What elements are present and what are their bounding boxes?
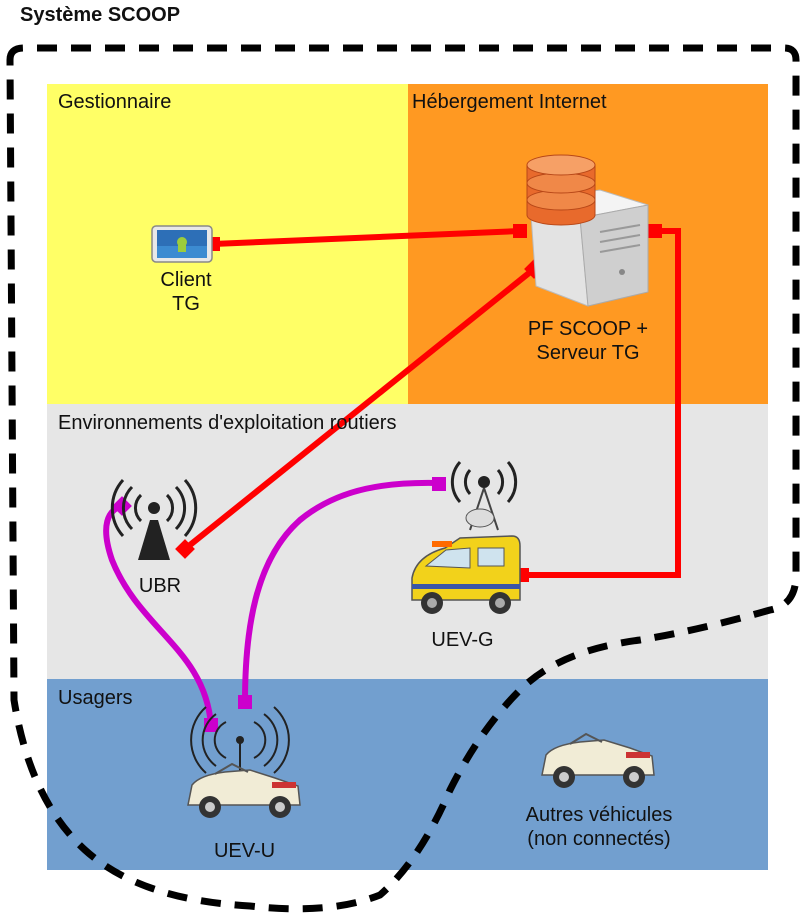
antenna-icon bbox=[110, 479, 198, 560]
node-label-other-vehicles: Autres véhicules (non connectés) bbox=[499, 803, 699, 851]
car-icon bbox=[541, 732, 655, 788]
link-server-uevg bbox=[522, 228, 681, 578]
radio-links bbox=[103, 477, 446, 732]
node-label-line: (non connectés) bbox=[527, 828, 671, 850]
service-van-icon bbox=[411, 461, 521, 614]
node-label-server: PF SCOOP + Serveur TG bbox=[498, 317, 678, 365]
zone-label-manager: Gestionnaire bbox=[58, 91, 172, 113]
connector bbox=[432, 477, 446, 491]
zone-label-road-environment: Environnements d'exploitation routiers bbox=[58, 412, 397, 434]
connector bbox=[513, 224, 527, 238]
link-client-server bbox=[212, 228, 521, 247]
node-label-line: Serveur TG bbox=[536, 342, 640, 364]
connector bbox=[648, 224, 662, 238]
node-label-line: TG bbox=[172, 293, 200, 315]
zone-label-hosting: Hébergement Internet bbox=[412, 91, 607, 113]
link-uevu-ubr bbox=[103, 503, 214, 726]
link-ubr-server bbox=[183, 266, 536, 552]
node-label-uev-u: UEV-U bbox=[213, 840, 276, 862]
zone-road-environment bbox=[47, 404, 768, 679]
node-label-line: Autres véhicules bbox=[525, 804, 673, 826]
link-uevu-uevg bbox=[242, 479, 439, 703]
node-label-uev-g: UEV-G bbox=[431, 629, 494, 651]
database-icon bbox=[526, 154, 596, 226]
node-label-line: PF SCOOP + bbox=[527, 318, 649, 340]
connected-car-icon bbox=[187, 706, 301, 818]
zone-label-users: Usagers bbox=[58, 687, 133, 709]
node-label-ubr: UBR bbox=[138, 575, 182, 597]
node-label-line: Client bbox=[160, 269, 212, 291]
connector bbox=[238, 695, 252, 709]
tablet-icon bbox=[151, 225, 213, 263]
diagram-title: Système SCOOP bbox=[20, 4, 181, 26]
node-label-client-tg: Client TG bbox=[136, 268, 236, 316]
